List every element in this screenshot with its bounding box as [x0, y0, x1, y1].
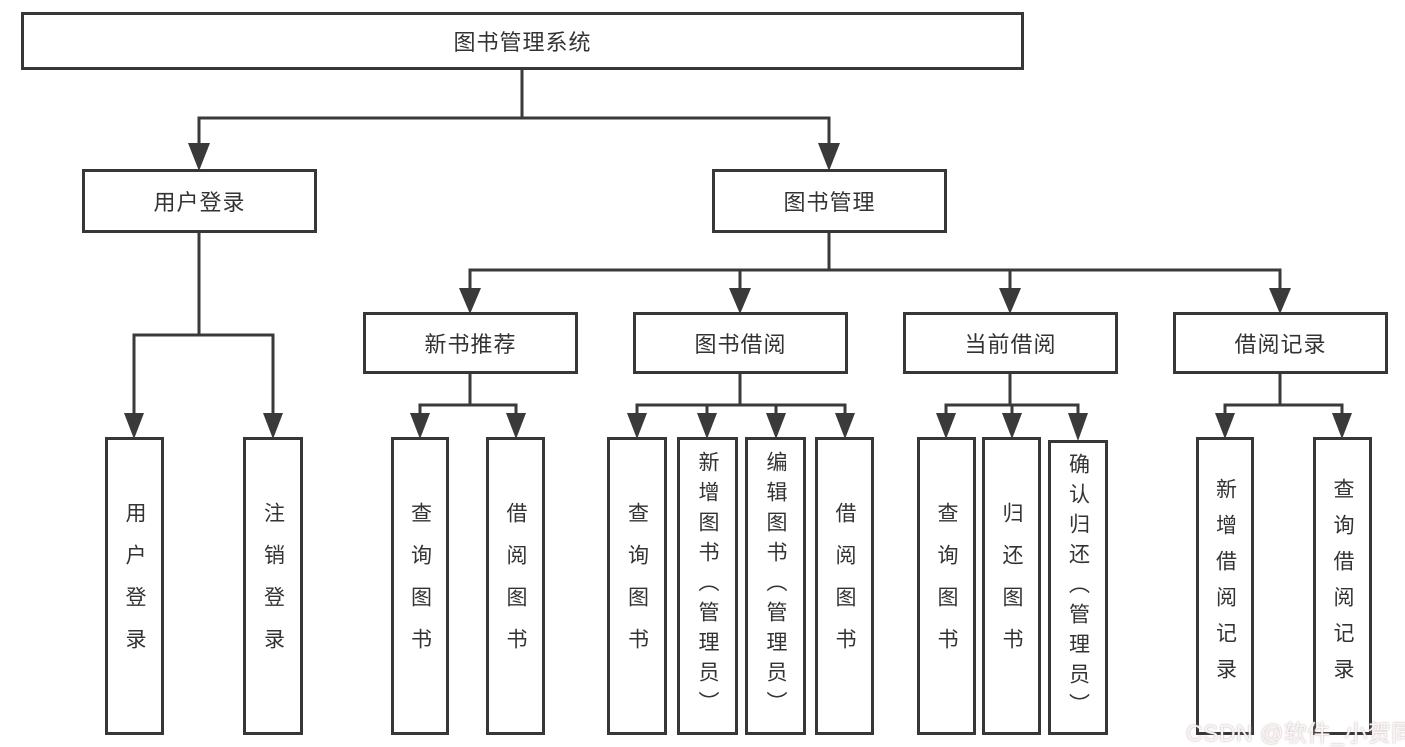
leaf-logout: 注销登录	[243, 437, 303, 735]
node-book-management: 图书管理	[712, 169, 947, 233]
leaf-edit-books-admin: 编辑图书（管理员）	[745, 437, 806, 735]
leaf-return-books: 归还图书	[982, 437, 1041, 735]
leaf-add-borrow-record: 新增借阅记录	[1196, 437, 1254, 735]
node-book-borrowing: 图书借阅	[633, 312, 848, 374]
node-user-login-label: 用户登录	[153, 190, 246, 215]
node-book-borrowing-label: 图书借阅	[694, 332, 787, 357]
leaf-query-books-borrowing: 查询图书	[607, 437, 667, 735]
leaf-query-books-recommend: 查询图书	[391, 437, 449, 735]
csdn-watermark: CSDN @软件_小贺同学	[1186, 720, 1405, 746]
leaf-logout-label: 注销登录	[261, 502, 285, 670]
leaf-query-books-current-label: 查询图书	[935, 502, 958, 670]
leaf-edit-books-admin-label: 编辑图书（管理员）	[764, 451, 787, 721]
leaf-borrow-books-recommend-label: 借阅图书	[504, 502, 527, 670]
leaf-query-borrow-record-label: 查询借阅记录	[1331, 478, 1354, 694]
node-root-label: 图书管理系统	[453, 30, 592, 55]
node-current-borrowing: 当前借阅	[903, 312, 1118, 374]
leaf-user-login-label: 用户登录	[123, 502, 146, 670]
leaf-query-books-recommend-label: 查询图书	[408, 502, 432, 670]
leaf-return-books-label: 归还图书	[1000, 502, 1023, 670]
leaf-query-borrow-record: 查询借阅记录	[1313, 437, 1372, 735]
node-new-book-recommendation: 新书推荐	[363, 312, 578, 374]
leaf-query-books-current: 查询图书	[917, 437, 976, 735]
leaf-confirm-return-admin-label: 确认归还（管理员）	[1066, 452, 1090, 723]
node-new-book-recommendation-label: 新书推荐	[424, 332, 517, 357]
leaf-query-books-borrowing-label: 查询图书	[625, 502, 649, 670]
node-user-login: 用户登录	[82, 169, 317, 233]
leaf-borrow-books-label: 借阅图书	[833, 502, 856, 670]
leaf-confirm-return-admin: 确认归还（管理员）	[1048, 440, 1108, 735]
leaf-add-books-admin-label: 新增图书（管理员）	[696, 451, 719, 721]
node-borrowing-records: 借阅记录	[1173, 312, 1388, 374]
leaf-user-login: 用户登录	[105, 437, 164, 735]
node-current-borrowing-label: 当前借阅	[964, 332, 1057, 357]
leaf-borrow-books: 借阅图书	[815, 437, 874, 735]
node-book-management-label: 图书管理	[783, 190, 876, 215]
node-root-system: 图书管理系统	[21, 12, 1024, 70]
leaf-borrow-books-recommend: 借阅图书	[486, 437, 545, 735]
leaf-add-books-admin: 新增图书（管理员）	[677, 437, 738, 735]
leaf-add-borrow-record-label: 新增借阅记录	[1213, 478, 1237, 694]
node-borrowing-records-label: 借阅记录	[1234, 332, 1327, 357]
